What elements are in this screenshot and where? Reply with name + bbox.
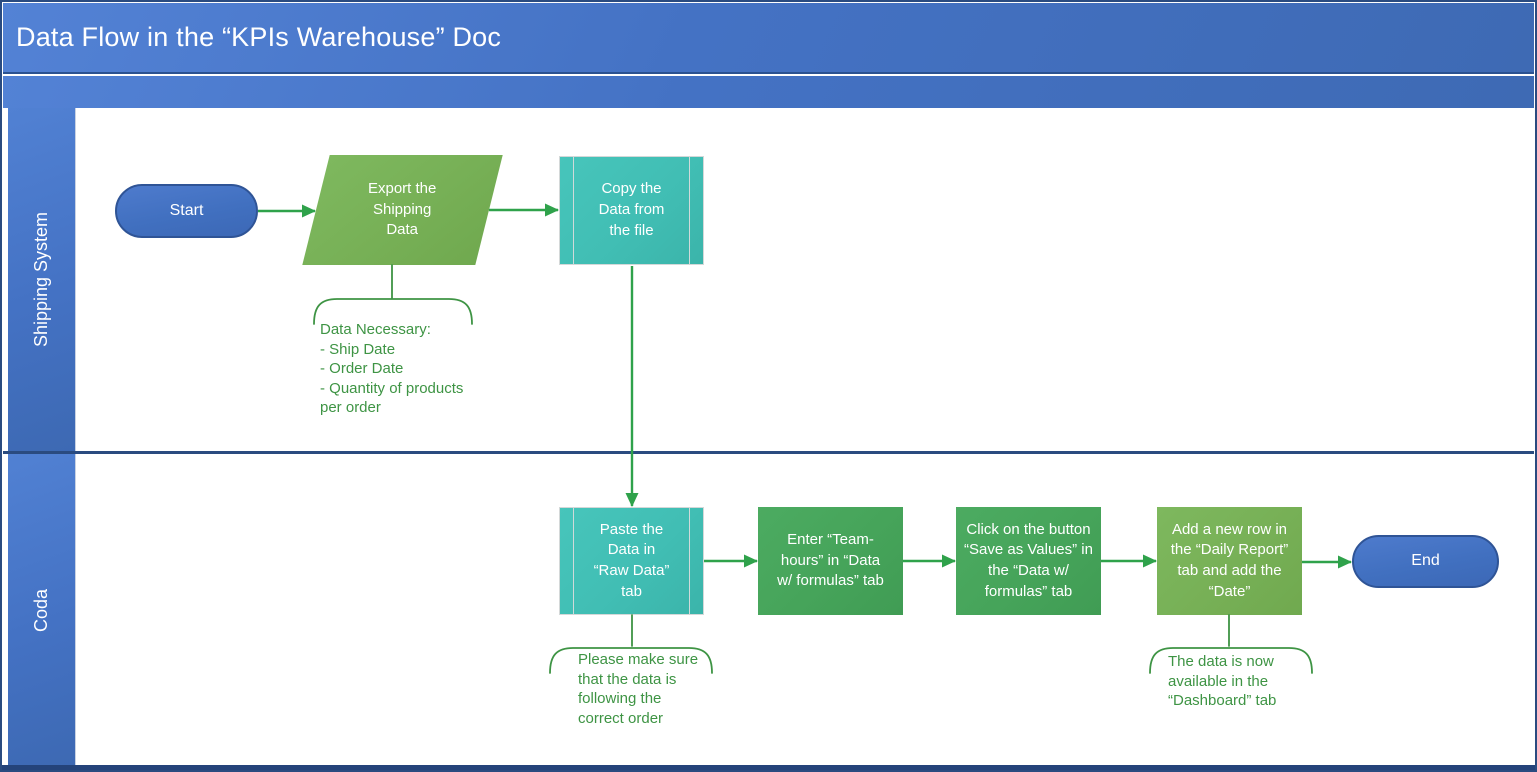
lane-label: Coda <box>31 588 51 632</box>
annotation-data-necessary: Data Necessary: - Ship Date - Order Date… <box>320 321 464 416</box>
node-label: Export the Shipping Data <box>368 179 437 239</box>
node-label: Add a new row in the “Daily Report” tab … <box>1170 520 1289 600</box>
node-label: Click on the button “Save as Values” in … <box>964 520 1093 600</box>
lane-header-shipping-system: Shipping System <box>8 108 75 451</box>
node-label: End <box>1411 552 1440 570</box>
page-title: Data Flow in the “KPIs Warehouse” Doc <box>16 22 502 52</box>
title-bar: Data Flow in the “KPIs Warehouse” Doc <box>3 3 1534 74</box>
node-label: Paste the Data in “Raw Data” tab <box>593 520 670 600</box>
node-copy-data-from-file[interactable]: Copy the Data from the file <box>559 156 704 265</box>
node-end[interactable]: End <box>1352 535 1499 588</box>
node-click-save-as-values[interactable]: Click on the button “Save as Values” in … <box>956 507 1101 615</box>
lane-header-coda: Coda <box>8 454 75 766</box>
bottom-border-band <box>2 765 1535 770</box>
annotation-dashboard: The data is now available in the “Dashbo… <box>1168 653 1277 709</box>
lane-label: Shipping System <box>31 211 52 348</box>
node-label: Enter “Team- hours” in “Data w/ formulas… <box>777 530 884 590</box>
subtitle-bar <box>3 76 1534 108</box>
node-start[interactable]: Start <box>115 184 258 238</box>
lane-separator <box>3 451 1534 454</box>
node-add-new-row-daily-report[interactable]: Add a new row in the “Daily Report” tab … <box>1157 507 1302 615</box>
node-paste-data-raw-data-tab[interactable]: Paste the Data in “Raw Data” tab <box>559 507 704 615</box>
node-enter-team-hours[interactable]: Enter “Team- hours” in “Data w/ formulas… <box>758 507 903 615</box>
node-export-shipping-data[interactable]: Export the Shipping Data <box>302 155 503 265</box>
node-label: Start <box>169 201 204 219</box>
node-label: Copy the Data from the file <box>598 180 665 239</box>
annotation-correct-order: Please make sure that the data is follow… <box>578 651 699 727</box>
lane-header-edge <box>75 108 76 766</box>
